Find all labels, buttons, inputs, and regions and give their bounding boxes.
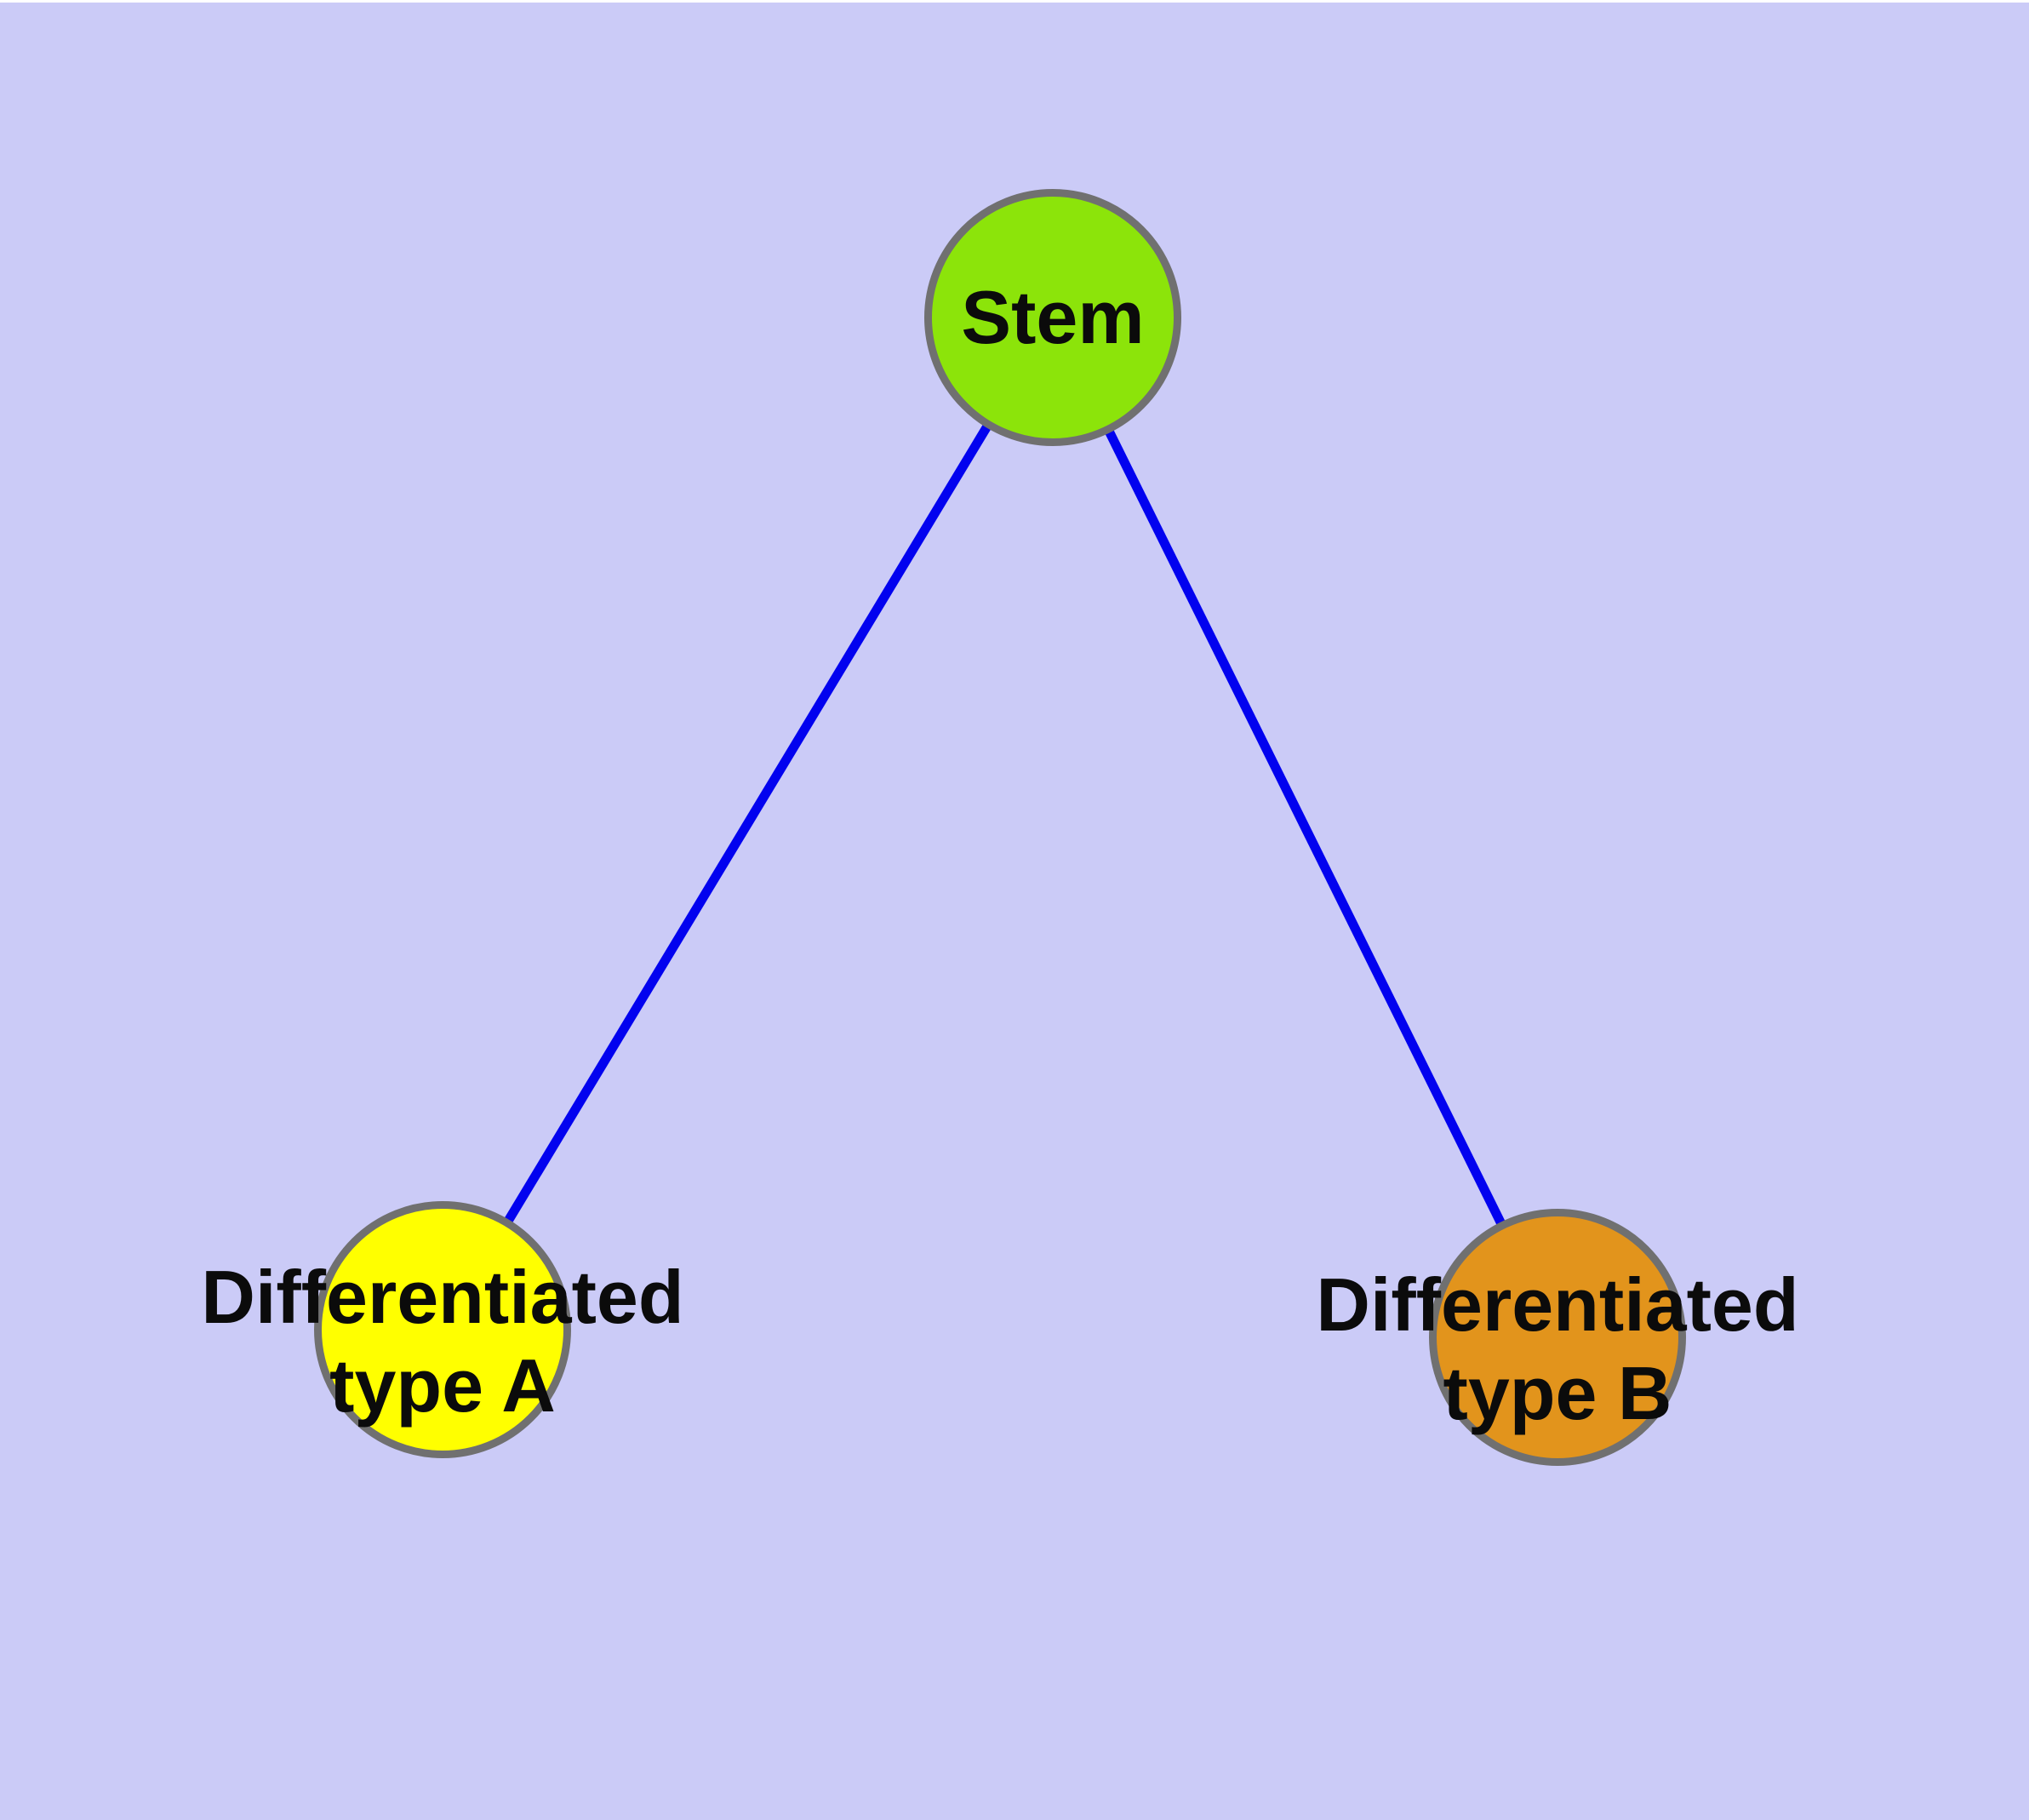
- edge-stem-to-type-a: [438, 315, 1057, 1332]
- label-line-1: Differentiated: [1316, 1262, 1799, 1347]
- top-edge-highlight: [0, 0, 2029, 3]
- label-line-2: type A: [329, 1343, 556, 1428]
- label-line-1: Differentiated: [201, 1255, 684, 1339]
- node-differentiated-type-a: [314, 1201, 571, 1458]
- node-stem-label: Stem: [961, 275, 1145, 359]
- label-line-2: type B: [1443, 1351, 1672, 1435]
- node-stem: Stem: [924, 189, 1181, 446]
- node-differentiated-type-a-label: Differentiated type A: [201, 1253, 683, 1430]
- edge-stem-to-type-b: [1049, 315, 1562, 1340]
- node-differentiated-type-b-label: Differentiated type B: [1316, 1261, 1798, 1438]
- node-differentiated-type-b: [1429, 1209, 1686, 1466]
